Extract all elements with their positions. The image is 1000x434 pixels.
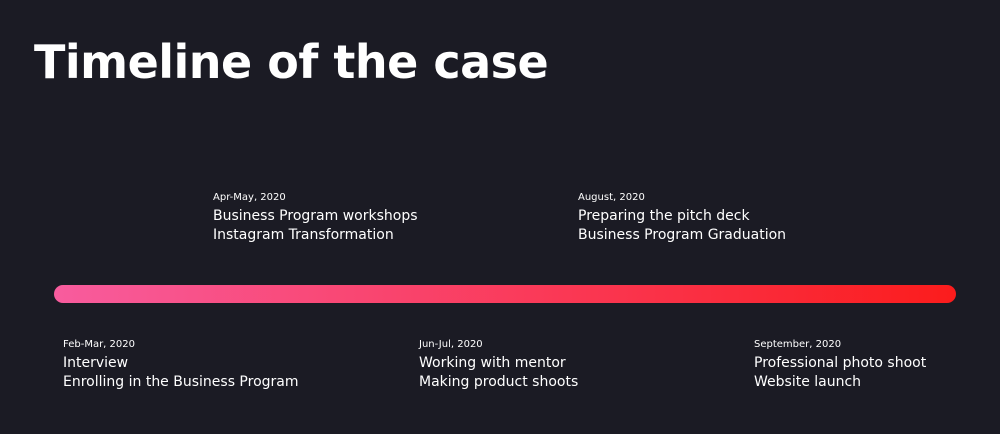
event-line: Instagram Transformation: [213, 227, 394, 243]
event-line: Website launch: [754, 374, 862, 390]
event-date: September, 2020: [754, 339, 842, 350]
event-date: Apr-May, 2020: [213, 192, 286, 203]
event-line: Making product shoots: [419, 374, 579, 390]
event-line: Business Program workshops: [213, 208, 418, 224]
event-line: Business Program Graduation: [578, 227, 787, 243]
timeline-event-jun-jul: Jun-Jul, 2020 Working with mentor Making…: [419, 339, 578, 392]
page-title: Timeline of the case: [34, 35, 549, 89]
event-line: Interview: [63, 355, 129, 371]
event-line: Preparing the pitch deck: [578, 208, 750, 224]
event-line: Enrolling in the Business Program: [63, 374, 299, 390]
event-line: Working with mentor: [419, 355, 566, 371]
timeline-event-september: September, 2020 Professional photo shoot…: [754, 339, 926, 392]
timeline-event-august: August, 2020 Preparing the pitch deck Bu…: [578, 192, 786, 245]
timeline-event-apr-may: Apr-May, 2020 Business Program workshops…: [213, 192, 418, 245]
event-date: August, 2020: [578, 192, 645, 203]
event-date: Jun-Jul, 2020: [419, 339, 483, 350]
event-line: Professional photo shoot: [754, 355, 927, 371]
timeline-bar: [54, 285, 956, 303]
event-date: Feb-Mar, 2020: [63, 339, 135, 350]
timeline-event-feb-mar: Feb-Mar, 2020 Interview Enrolling in the…: [63, 339, 299, 392]
